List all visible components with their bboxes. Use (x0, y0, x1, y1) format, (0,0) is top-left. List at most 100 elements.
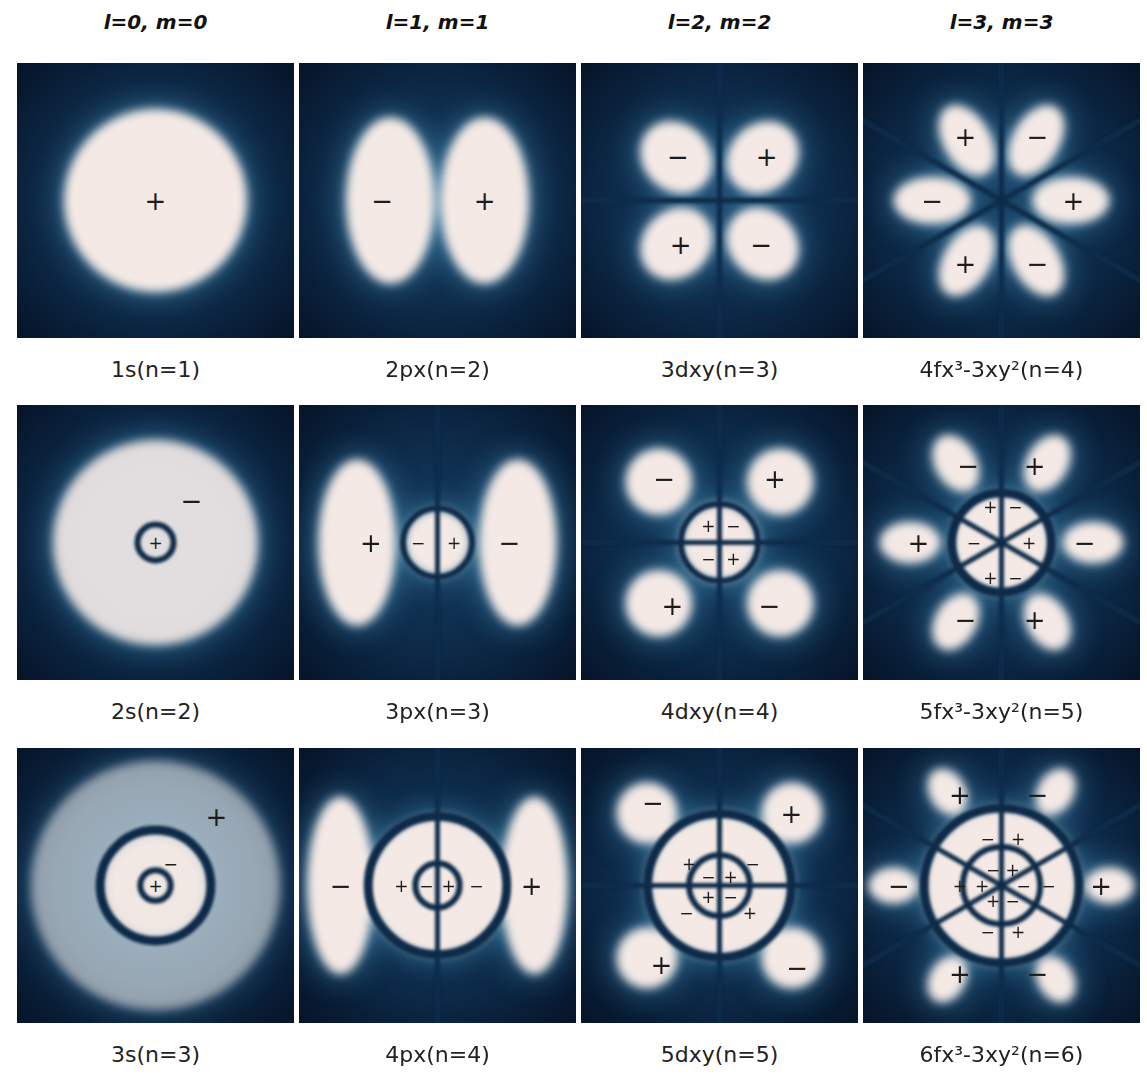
phase-sign: − (981, 830, 995, 847)
phase-sign: − (957, 453, 979, 479)
phase-sign: − (469, 877, 483, 894)
phase-sign: + (1011, 830, 1025, 847)
phase-sign: − (1027, 251, 1049, 277)
phase-sign: + (1024, 607, 1046, 633)
orbital-caption: 2s(n=2) (111, 701, 200, 723)
phase-sign: − (1074, 530, 1096, 556)
phase-sign: + (145, 188, 167, 214)
column-header: l=0, m=0 (104, 12, 208, 32)
phase-sign: + (781, 801, 803, 827)
orbital-panel (299, 63, 576, 338)
orbital-panel (299, 405, 576, 680)
phase-sign: + (148, 877, 162, 894)
phase-sign: + (986, 892, 1000, 909)
orbital-panel (863, 405, 1140, 680)
phase-sign: − (981, 924, 995, 941)
phase-sign: + (764, 466, 786, 492)
orbital-caption: 3px(n=3) (385, 701, 490, 723)
phase-sign: + (949, 782, 971, 808)
phase-sign: + (650, 952, 672, 978)
phase-sign: + (1063, 188, 1085, 214)
phase-sign: + (983, 498, 997, 515)
orbital-panel (17, 63, 294, 338)
orbital-caption: 4dxy(n=4) (661, 701, 779, 723)
phase-sign: − (921, 188, 943, 214)
phase-sign: − (746, 855, 760, 872)
phase-sign: + (447, 534, 461, 551)
orbital-panel (581, 405, 858, 680)
phase-sign: + (955, 124, 977, 150)
phase-sign: + (955, 251, 977, 277)
phase-sign: − (701, 551, 715, 568)
orbital-caption: 4fx³-3xy²(n=4) (920, 359, 1084, 381)
orbital-panel (863, 748, 1140, 1023)
phase-sign: + (360, 530, 382, 556)
phase-sign: − (642, 790, 664, 816)
phase-sign: + (1022, 534, 1036, 551)
phase-sign: + (983, 570, 997, 587)
orbital-caption: 2px(n=2) (385, 359, 490, 381)
phase-sign: + (474, 188, 496, 214)
phase-sign: − (1008, 498, 1022, 515)
phase-sign: + (670, 232, 692, 258)
phase-sign: + (701, 888, 715, 905)
orbital-panel (581, 748, 858, 1023)
phase-sign: − (967, 534, 981, 551)
phase-sign: + (682, 855, 696, 872)
phase-sign: + (723, 869, 737, 886)
orbital-panel (299, 748, 576, 1023)
phase-sign: − (371, 188, 393, 214)
phase-sign: − (888, 873, 910, 899)
phase-sign: − (164, 855, 178, 872)
phase-sign: + (1011, 924, 1025, 941)
orbital-caption: 5dxy(n=5) (661, 1044, 779, 1066)
phase-sign: − (679, 905, 693, 922)
phase-sign: + (662, 593, 684, 619)
phase-sign: − (786, 955, 808, 981)
phase-sign: − (419, 877, 433, 894)
phase-sign: − (667, 144, 689, 170)
phase-sign: − (499, 530, 521, 556)
phase-sign: − (726, 518, 740, 535)
phase-sign: − (411, 534, 425, 551)
orbital-panel (863, 63, 1140, 338)
column-header: l=1, m=1 (386, 12, 490, 32)
phase-sign: − (758, 593, 780, 619)
phase-sign: + (743, 905, 757, 922)
phase-sign: − (653, 466, 675, 492)
orbital-panel (17, 748, 294, 1023)
column-header: l=2, m=2 (668, 12, 772, 32)
phase-sign: + (726, 551, 740, 568)
orbital-caption: 6fx³-3xy²(n=6) (920, 1044, 1084, 1066)
orbital-caption: 3s(n=3) (111, 1044, 200, 1066)
phase-sign: − (330, 873, 352, 899)
phase-sign: − (181, 488, 203, 514)
phase-sign: + (701, 518, 715, 535)
phase-sign: − (1008, 570, 1022, 587)
phase-sign: − (1027, 782, 1049, 808)
phase-sign: − (750, 232, 772, 258)
orbital-caption: 1s(n=1) (111, 359, 200, 381)
phase-sign: − (723, 888, 737, 905)
phase-sign: − (1041, 877, 1055, 894)
phase-sign: + (394, 877, 408, 894)
phase-sign: + (521, 873, 543, 899)
phase-sign: + (756, 144, 778, 170)
phase-sign: + (949, 961, 971, 987)
phase-sign: − (1027, 124, 1049, 150)
phase-sign: + (1024, 453, 1046, 479)
phase-sign: + (206, 804, 228, 830)
column-header: l=3, m=3 (950, 12, 1054, 32)
phase-sign: + (441, 877, 455, 894)
phase-sign: + (953, 877, 967, 894)
phase-sign: + (907, 530, 929, 556)
phase-sign: + (148, 534, 162, 551)
phase-sign: + (1090, 873, 1112, 899)
orbital-panel (581, 63, 858, 338)
phase-sign: − (1027, 961, 1049, 987)
orbital-caption: 5fx³-3xy²(n=5) (920, 701, 1084, 723)
phase-sign: − (1005, 892, 1019, 909)
phase-sign: − (701, 869, 715, 886)
phase-sign: − (955, 607, 977, 633)
